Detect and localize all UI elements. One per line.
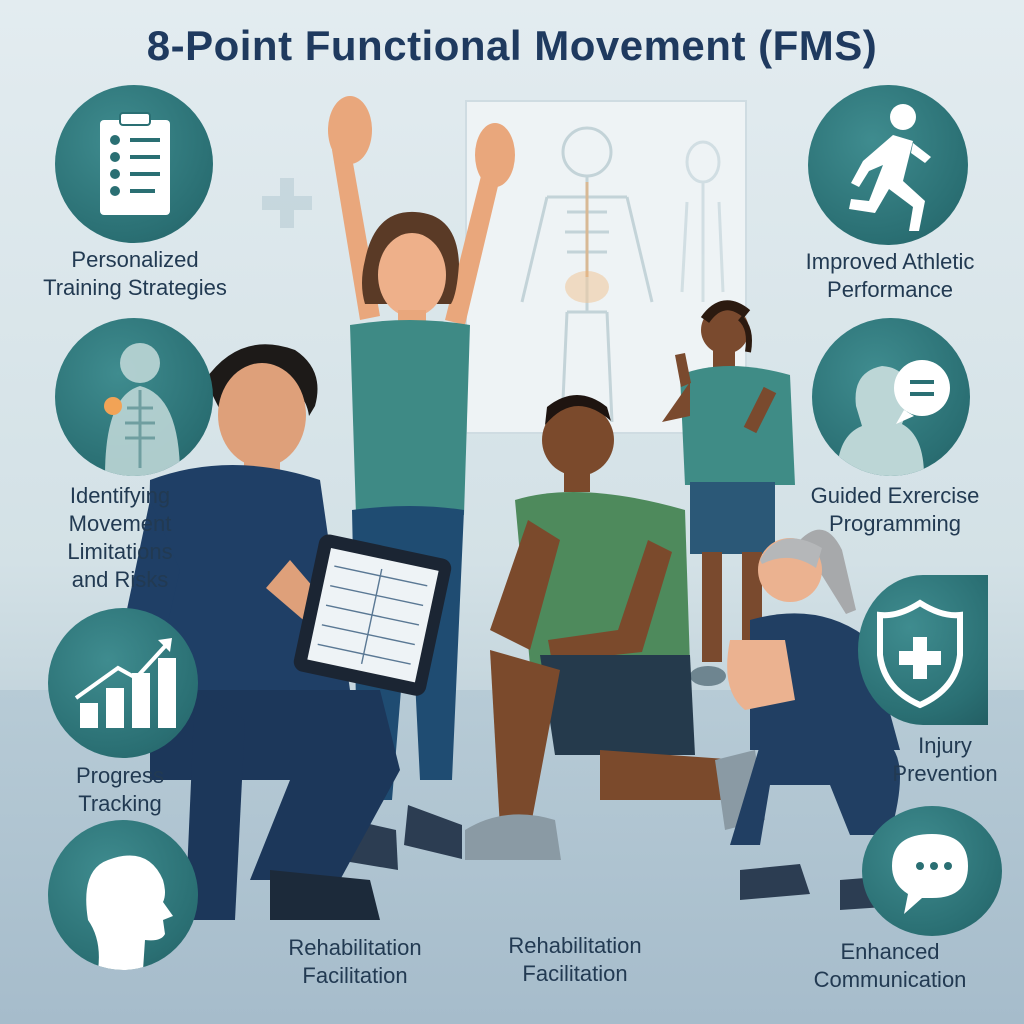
label-line: Tracking — [78, 791, 162, 816]
label-personalized-training: Personalized Training Strategies — [20, 246, 250, 302]
label-line: Movement — [68, 511, 172, 536]
label-line: Personalized — [71, 247, 199, 272]
badge-rehabilitation — [48, 820, 198, 970]
label-line: Limitations — [67, 539, 173, 564]
assessment-tablet — [293, 534, 452, 696]
crouching-older-woman — [727, 529, 900, 910]
label-line: Programming — [828, 511, 962, 536]
runner-icon — [849, 104, 931, 231]
badge-enhanced-communication — [862, 806, 1002, 936]
label-line: and Risks — [71, 567, 169, 592]
label-athletic-performance: Improved Athletic Performance — [780, 248, 1000, 304]
badge-athletic-performance — [808, 85, 968, 245]
badge-personalized-training — [55, 85, 213, 243]
growth-chart-icon — [74, 638, 176, 728]
label-line: Progress — [75, 763, 165, 788]
label-line: Injury — [918, 733, 972, 758]
label-line: Enhanced — [840, 939, 940, 964]
label-rehabilitation-left: Rehabilitation Facilitation — [255, 934, 455, 990]
label-guided-exercise: Guided Exrercise Programming — [790, 482, 1000, 538]
label-line: Improved Athletic — [805, 249, 975, 274]
label-line: Guided Exrercise — [810, 483, 980, 508]
badge-guided-exercise — [812, 318, 970, 476]
label-line: Rehabilitation — [288, 935, 422, 960]
page-title: 8-Point Functional Movement (FMS) — [146, 22, 878, 69]
label-line: Training Strategies — [43, 275, 227, 300]
pelvis-highlight — [565, 271, 609, 303]
label-line: Performance — [827, 277, 953, 302]
badge-injury-prevention — [858, 575, 988, 725]
label-line: Identifying — [69, 483, 171, 508]
conversation-icon — [837, 360, 950, 476]
shield-cross-icon — [877, 599, 963, 709]
spine-anatomy-icon — [104, 343, 180, 476]
label-movement-limitations: Identifying Movement Limitations and Ris… — [40, 482, 200, 594]
anatomy-figure-icon — [520, 126, 725, 423]
medical-cross-icon — [262, 178, 312, 228]
label-line: Communication — [813, 967, 967, 992]
label-rehabilitation-center: Rehabilitation Facilitation — [480, 932, 670, 988]
kneeling-man — [465, 395, 765, 860]
head-profile-icon — [86, 855, 173, 970]
speech-bubble-icon — [892, 834, 968, 914]
clipboard-icon — [100, 112, 170, 215]
badge-movement-limitations — [55, 318, 213, 476]
label-line: Prevention — [892, 761, 998, 786]
badge-progress-tracking — [48, 608, 198, 758]
label-progress-tracking: Progress Tracking — [40, 762, 200, 818]
label-line: Rehabilitation — [508, 933, 642, 958]
label-line: Facilitation — [302, 963, 408, 988]
label-injury-prevention: Injury Prevention — [880, 732, 1010, 788]
label-enhanced-communication: Enhanced Communication — [780, 938, 1000, 994]
label-line: Facilitation — [522, 961, 628, 986]
